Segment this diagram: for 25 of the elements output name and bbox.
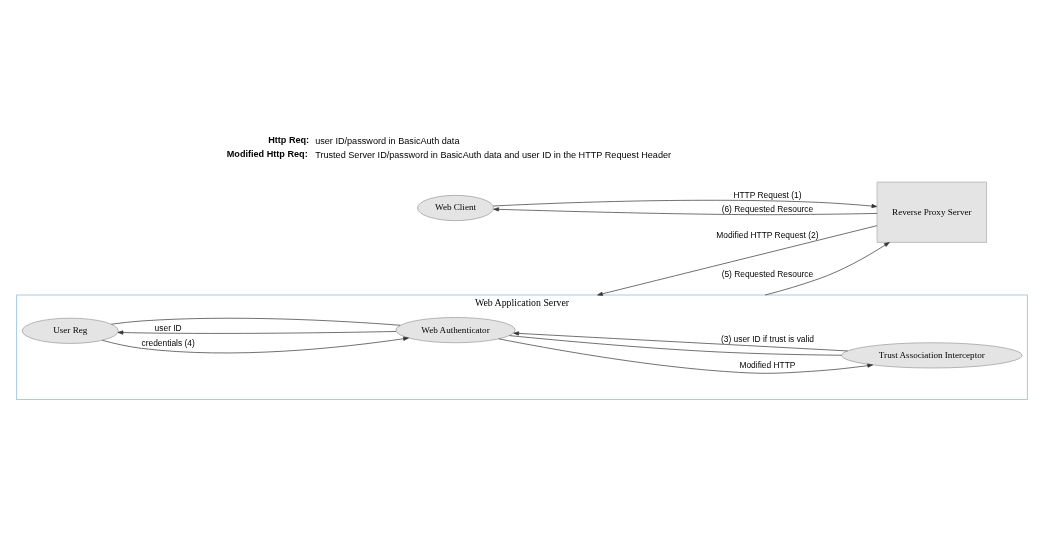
edge-label: Modified HTTP Request (2) [716,229,819,240]
label: user ID/password in BasicAuth data [315,135,460,146]
edge-label: Modified HTTP [739,359,796,370]
label: Modified Http Req: [226,148,308,159]
arrow [513,330,848,351]
edge-label: (5) Requested Resource [721,267,814,278]
node-ellipse: Web Client [417,194,494,221]
connector [509,334,843,356]
edge-label: credentials (4) [141,337,195,348]
arrow [498,338,873,374]
label: Trusted Server ID/password in BasicAuth data and user ID in the HTTP Request Header [315,149,672,160]
arrow [493,206,878,215]
connector [111,317,401,326]
arrow [117,329,397,335]
label: Http Req: [268,134,310,145]
edge-label: (6) Requested Resource [721,203,814,214]
arrow [597,224,878,296]
edge-label: HTTP Request (1) [733,189,802,200]
edge-label: user ID [154,322,182,333]
node-ellipse: User Reg [21,317,119,344]
arrow [764,241,890,295]
arrow [492,199,878,208]
node-box: Reverse Proxy Server [876,181,987,243]
arrow [101,336,409,353]
edge-label: (3) user ID if trust is valid [720,333,814,344]
